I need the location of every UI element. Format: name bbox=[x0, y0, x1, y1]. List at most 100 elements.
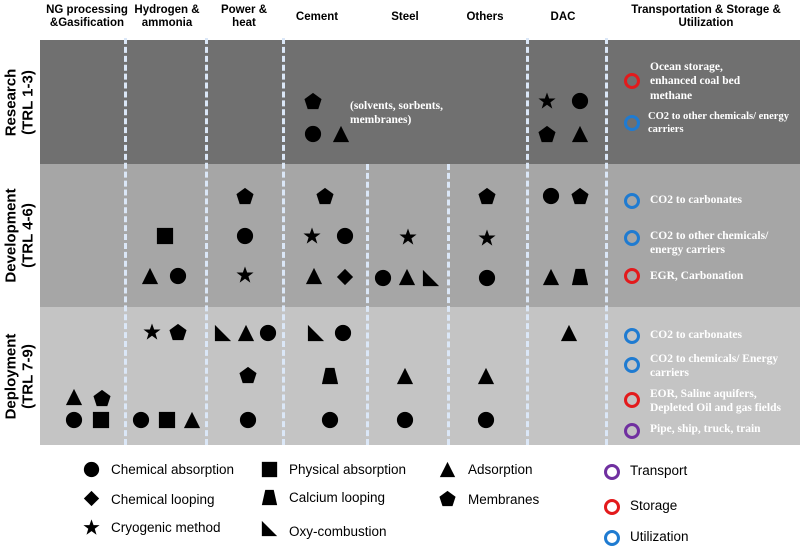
adsorption-icon bbox=[398, 268, 416, 291]
cryogenic-method-icon bbox=[303, 227, 321, 250]
adsorption-icon bbox=[141, 267, 159, 290]
header-others: Others bbox=[466, 11, 504, 23]
oxy-combustion-icon bbox=[214, 324, 232, 347]
utilization-ring-icon bbox=[624, 193, 640, 209]
tsu-development-item-3: EGR, Carbonation bbox=[650, 270, 744, 282]
legend-oxy-combustion: Oxy-combustion bbox=[289, 524, 387, 539]
column-divider bbox=[605, 38, 608, 445]
utilization-legend-icon bbox=[604, 530, 620, 546]
chemical-absorption-icon bbox=[571, 92, 589, 115]
row-label-deployment-text: Deployment (TRL 7-9) bbox=[2, 333, 37, 419]
tsu-deployment-item-2: CO2 to chemicals/ Energy carriers bbox=[650, 353, 779, 380]
tsu-research-item-1: Ocean storage, enhanced coal bed methane bbox=[650, 61, 741, 102]
adsorption-icon bbox=[560, 324, 578, 347]
oxy-combustion-icon bbox=[307, 324, 325, 347]
membranes-icon bbox=[304, 92, 322, 115]
header-cement: Cement bbox=[295, 11, 339, 23]
cryogenic-method-icon bbox=[143, 323, 161, 346]
adsorption-icon bbox=[542, 268, 560, 291]
header-power-heat: Power & heat bbox=[220, 4, 267, 30]
chemical-absorption-icon bbox=[542, 187, 560, 210]
membranes-icon bbox=[438, 490, 456, 512]
transport-ring-icon bbox=[624, 423, 640, 439]
storage-ring-icon bbox=[624, 268, 640, 284]
adsorption-icon bbox=[305, 267, 323, 290]
calcium-looping-icon bbox=[571, 268, 589, 291]
membranes-icon bbox=[571, 187, 589, 210]
chemical-absorption-icon bbox=[304, 125, 322, 148]
tsu-research-item-2: CO2 to other chemicals/ energy carriers bbox=[648, 111, 789, 136]
membranes-icon bbox=[239, 366, 257, 389]
storage-legend-icon bbox=[604, 499, 620, 515]
row-label-development: Development (TRL 4-6) bbox=[0, 164, 40, 307]
tsu-development-item-1: CO2 to carbonates bbox=[650, 194, 742, 206]
column-divider bbox=[526, 38, 529, 445]
cryogenic-method-icon bbox=[399, 228, 417, 251]
row-label-research-text: Research (TRL 1-3) bbox=[2, 68, 37, 136]
legend-membranes: Membranes bbox=[468, 492, 540, 507]
physical-absorption-icon bbox=[92, 411, 110, 434]
legend-utilization: Utilization bbox=[630, 529, 689, 544]
chemical-absorption-icon bbox=[259, 324, 277, 347]
physical-absorption-icon bbox=[261, 461, 278, 483]
chemical-absorption-icon bbox=[336, 227, 354, 250]
utilization-ring-icon bbox=[624, 328, 640, 344]
chemical-looping-icon bbox=[336, 268, 354, 291]
adsorption-icon bbox=[65, 388, 83, 411]
row-label-deployment: Deployment (TRL 7-9) bbox=[0, 307, 40, 445]
oxy-combustion-icon bbox=[261, 520, 278, 542]
chemical-absorption-icon bbox=[239, 411, 257, 434]
row-label-development-text: Development (TRL 4-6) bbox=[2, 188, 37, 283]
adsorption-icon bbox=[332, 125, 350, 148]
tsu-deployment-item-1: CO2 to carbonates bbox=[650, 329, 742, 341]
adsorption-icon bbox=[396, 367, 414, 390]
oxy-combustion-icon bbox=[422, 269, 440, 292]
membranes-icon bbox=[236, 187, 254, 210]
header-steel: Steel bbox=[391, 11, 419, 23]
membranes-icon bbox=[538, 125, 556, 148]
chemical-absorption-icon bbox=[374, 269, 392, 292]
storage-ring-icon bbox=[624, 392, 640, 408]
chemical-absorption-icon bbox=[396, 411, 414, 434]
membranes-icon bbox=[169, 323, 187, 346]
adsorption-icon bbox=[439, 461, 456, 483]
row-label-research: Research (TRL 1-3) bbox=[0, 40, 40, 164]
column-divider bbox=[282, 38, 285, 445]
chemical-absorption-icon bbox=[236, 227, 254, 250]
legend-chemical-absorption: Chemical absorption bbox=[111, 462, 235, 477]
membranes-icon bbox=[93, 389, 111, 412]
chemical-absorption-icon bbox=[83, 461, 100, 483]
calcium-looping-icon bbox=[261, 489, 278, 511]
legend-physical-absorption: Physical absorption bbox=[289, 462, 407, 477]
physical-absorption-icon bbox=[156, 227, 174, 250]
adsorption-icon bbox=[237, 324, 255, 347]
chemical-looping-icon bbox=[83, 490, 100, 512]
cryogenic-method-icon bbox=[82, 518, 100, 541]
legend-chemical-looping: Chemical looping bbox=[111, 492, 215, 507]
header-dac: DAC bbox=[550, 11, 576, 23]
chemical-absorption-icon bbox=[321, 411, 339, 434]
legend-adsorption: Adsorption bbox=[468, 462, 533, 477]
legend-calcium-looping: Calcium looping bbox=[289, 490, 386, 505]
column-divider bbox=[205, 38, 208, 445]
tsu-deployment-item-3: EOR, Saline aquifers, Depleted Oil and g… bbox=[650, 388, 781, 415]
tsu-deployment-item-4: Pipe, ship, truck, train bbox=[650, 423, 761, 435]
column-divider bbox=[447, 164, 450, 445]
chemical-absorption-icon bbox=[477, 411, 495, 434]
column-divider bbox=[124, 38, 127, 445]
storage-ring-icon bbox=[624, 73, 640, 89]
adsorption-icon bbox=[477, 367, 495, 390]
calcium-looping-icon bbox=[321, 367, 339, 390]
utilization-ring-icon bbox=[624, 230, 640, 246]
legend-cryogenic-method: Cryogenic method bbox=[111, 520, 221, 535]
chemical-absorption-icon bbox=[478, 269, 496, 292]
header-hydrogen-ammonia: Hydrogen & ammonia bbox=[134, 4, 200, 30]
cryogenic-method-icon bbox=[478, 229, 496, 252]
transport-legend-icon bbox=[604, 464, 620, 480]
chemical-absorption-icon bbox=[169, 267, 187, 290]
utilization-ring-icon bbox=[624, 357, 640, 373]
tsu-development-item-2: CO2 to other chemicals/ energy carriers bbox=[650, 230, 769, 257]
adsorption-icon bbox=[183, 411, 201, 434]
adsorption-icon bbox=[571, 125, 589, 148]
physical-absorption-icon bbox=[158, 411, 176, 434]
